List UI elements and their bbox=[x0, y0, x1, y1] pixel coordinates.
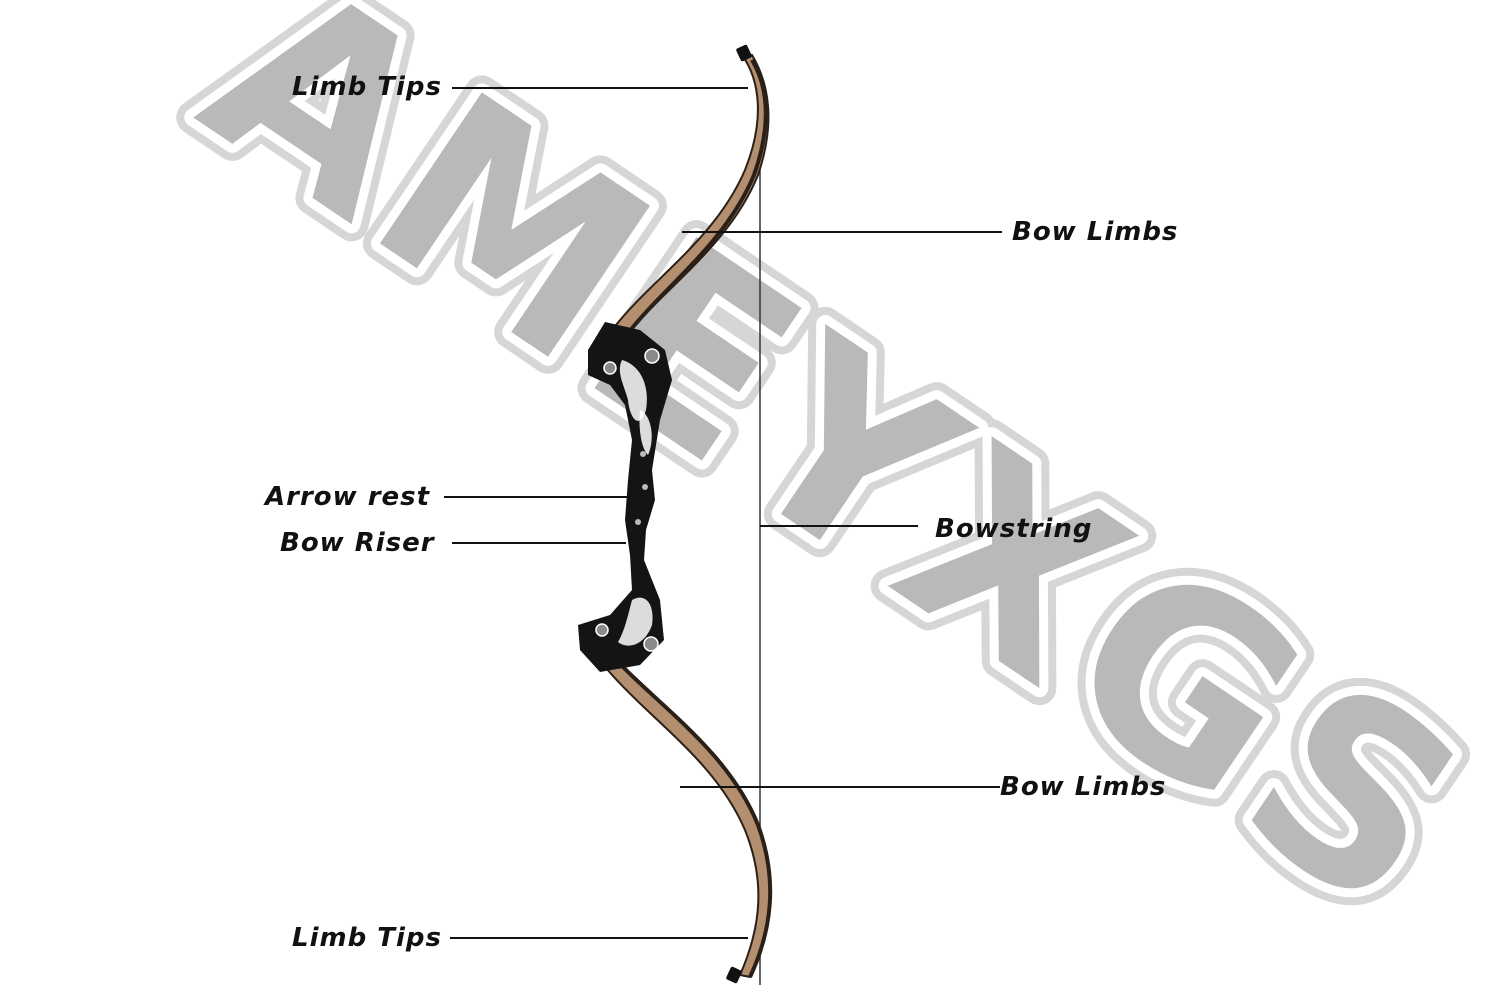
riser-bolt-mid-1 bbox=[640, 451, 646, 457]
bow-riser bbox=[578, 322, 672, 672]
riser-cutout-lower bbox=[618, 597, 653, 646]
upper-limb-tip-cap bbox=[736, 44, 752, 62]
lower-limb-wood bbox=[604, 662, 772, 979]
label-limb-tips-top: Limb Tips bbox=[292, 72, 442, 102]
riser-bolt-lower-1 bbox=[595, 623, 609, 637]
label-limb-tips-bottom: Limb Tips bbox=[292, 923, 442, 953]
lower-limb bbox=[604, 662, 773, 984]
riser-bolt-mid-2 bbox=[642, 484, 648, 490]
upper-limb bbox=[610, 44, 770, 338]
riser-cutout-upper-2 bbox=[639, 410, 652, 455]
label-bow-limbs-bottom: Bow Limbs bbox=[1000, 772, 1167, 802]
label-arrow-rest: Arrow rest bbox=[265, 482, 431, 512]
riser-cutout-upper bbox=[619, 360, 647, 421]
riser-bolt-lower-2 bbox=[643, 636, 659, 652]
lower-limb-edge bbox=[618, 662, 773, 978]
label-bow-riser: Bow Riser bbox=[280, 528, 435, 558]
riser-bolt-mid-3 bbox=[635, 519, 641, 525]
leader-lines bbox=[444, 87, 1002, 939]
label-bow-limbs-top: Bow Limbs bbox=[1012, 217, 1179, 247]
riser-body bbox=[578, 322, 672, 672]
upper-limb-edge bbox=[624, 58, 768, 338]
lower-limb-tip-cap bbox=[726, 966, 742, 984]
label-bowstring: Bowstring bbox=[935, 514, 1093, 544]
riser-bolt-upper-2 bbox=[644, 348, 660, 364]
riser-bolt-upper-1 bbox=[603, 361, 617, 375]
